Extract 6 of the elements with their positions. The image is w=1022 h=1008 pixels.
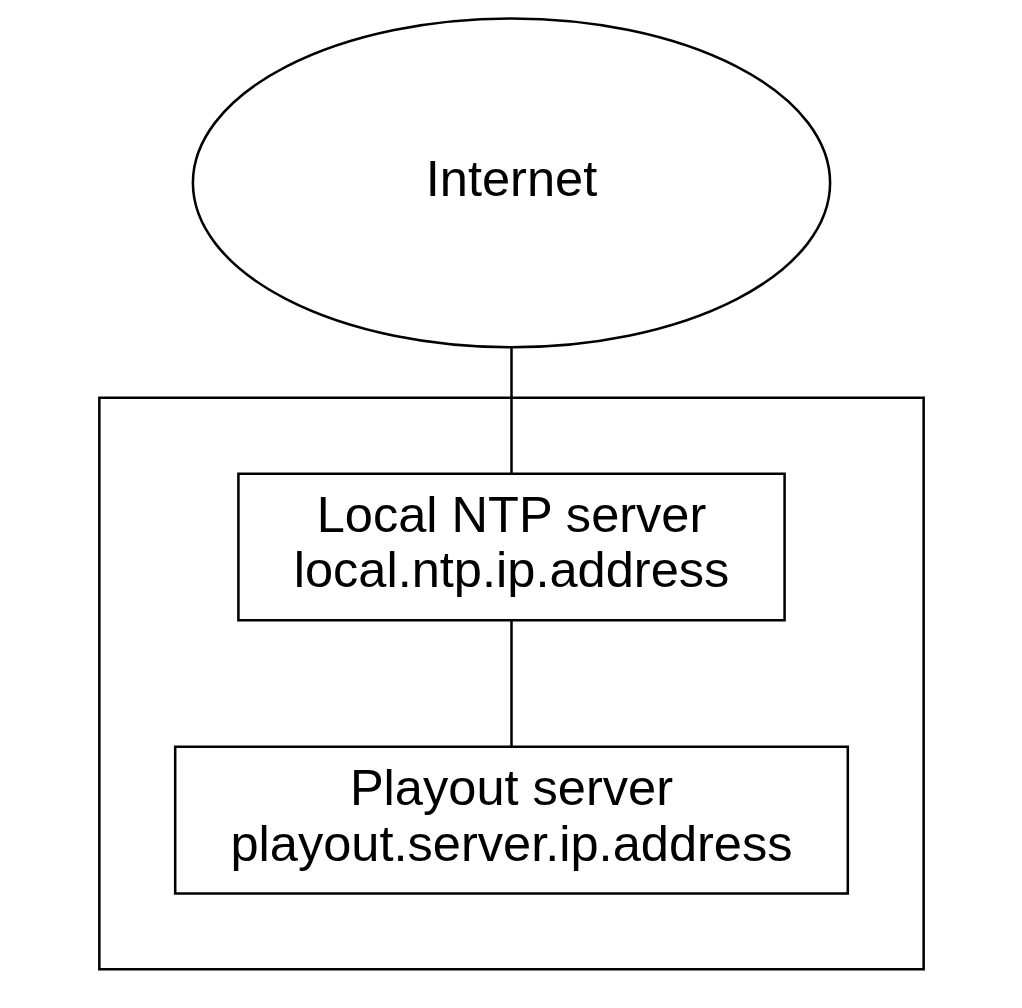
node-ellipse: Internet [191, 17, 831, 349]
connector [509, 348, 513, 473]
node-box: Playout server playout.server.ip.address [173, 745, 849, 895]
connector [509, 620, 513, 747]
cluster [97, 396, 925, 971]
node-box: Local NTP server local.ntp.ip.address [236, 472, 786, 622]
